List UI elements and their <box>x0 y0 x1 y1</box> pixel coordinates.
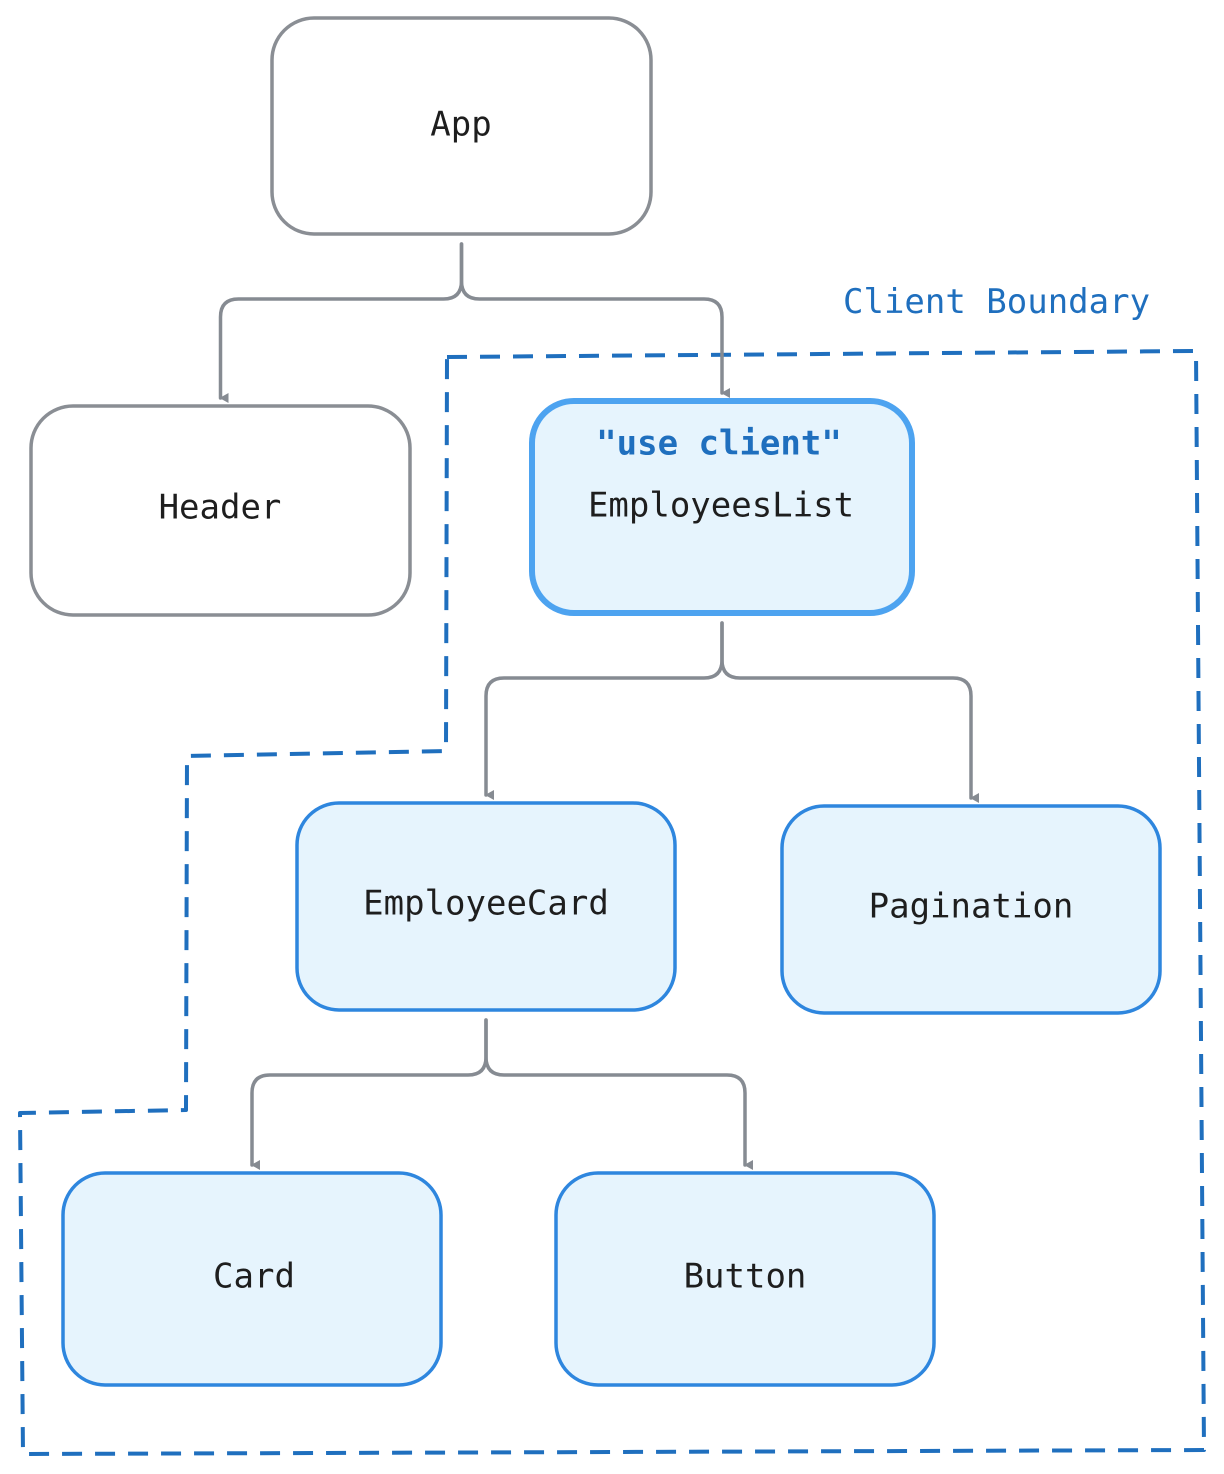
client-boundary-label: Client Boundary <box>843 282 1150 322</box>
node-header-label: Header <box>159 488 282 528</box>
edge-employees-list-to-employee-card <box>484 621 724 800</box>
edge-employee-card-to-button <box>484 1018 753 1170</box>
node-button: Button <box>554 1171 936 1387</box>
use-client-directive: "use client" <box>596 424 842 464</box>
node-pagination-label: Pagination <box>869 887 1074 927</box>
node-button-label: Button <box>684 1257 807 1297</box>
node-employee-card-label: EmployeeCard <box>363 884 609 924</box>
node-pagination: Pagination <box>780 804 1162 1015</box>
edges-layer <box>218 242 979 1170</box>
node-employees-list-label: EmployeesList <box>588 486 854 526</box>
node-header: Header <box>29 404 412 617</box>
edge-app-to-employees-list <box>459 242 730 398</box>
node-employees-list: "use client" EmployeesList <box>529 398 915 616</box>
node-app-label: App <box>430 105 491 145</box>
edge-app-to-header <box>218 242 464 403</box>
node-app: App <box>270 16 653 236</box>
node-card-label: Card <box>213 1257 295 1297</box>
edge-employees-list-to-pagination <box>720 621 979 803</box>
client-boundary-outline <box>18 349 1206 1456</box>
edge-employee-card-to-card <box>250 1018 488 1170</box>
node-card: Card <box>61 1171 443 1387</box>
node-employee-card: EmployeeCard <box>295 801 677 1012</box>
